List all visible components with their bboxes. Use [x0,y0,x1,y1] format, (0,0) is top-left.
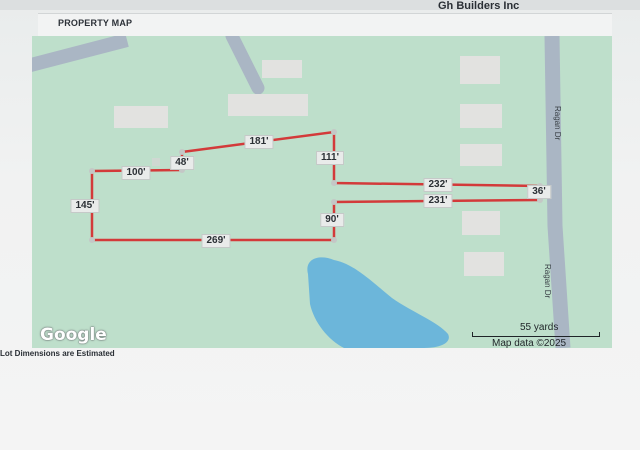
ragan-dr-road [544,36,571,348]
google-logo: Google [40,325,107,345]
building-footprint [262,60,302,78]
blank-area [120,372,520,402]
map-attribution[interactable]: Map data ©2025 [492,338,567,348]
building-footprint [460,56,500,84]
dimension-label: 48' [170,156,194,170]
top-strip [0,0,640,10]
dimension-label: 231' [423,194,453,208]
dimension-label: 90' [320,213,344,227]
map-canvas [32,36,612,348]
road-top-left [32,36,129,72]
road-top [225,36,265,95]
company-name: Gh Builders Inc [438,0,520,12]
dimension-label: 232' [423,178,453,192]
building-footprint [152,158,160,166]
dimension-label: 145' [70,199,100,213]
property-map-title: PROPERTY MAP [58,18,133,28]
building-footprint [460,144,502,166]
building-footprint [464,252,504,276]
map-scale-label: 55 yards [520,322,559,333]
building-footprint [462,211,500,235]
road-label-ragan-dr: Ragan Dr [553,106,562,141]
lot-dimensions-note: Lot Dimensions are Estimated [0,349,115,358]
dimension-label: 269' [201,234,231,248]
dimension-label: 181' [244,135,274,149]
building-footprint [114,106,168,128]
property-map[interactable]: 181' 111' 48' 100' 145' 269' 90' 232' 23… [32,36,612,348]
building-footprint [228,94,308,116]
map-scale-bar [472,332,600,337]
pond [307,257,449,348]
dimension-label: 111' [316,151,344,165]
road-label-ragan-dr: Ragan Dr [543,264,552,299]
dimension-label: 100' [121,166,151,180]
dimension-label: 36' [527,185,551,199]
building-footprint [460,104,502,128]
property-map-header: PROPERTY MAP [38,13,612,38]
